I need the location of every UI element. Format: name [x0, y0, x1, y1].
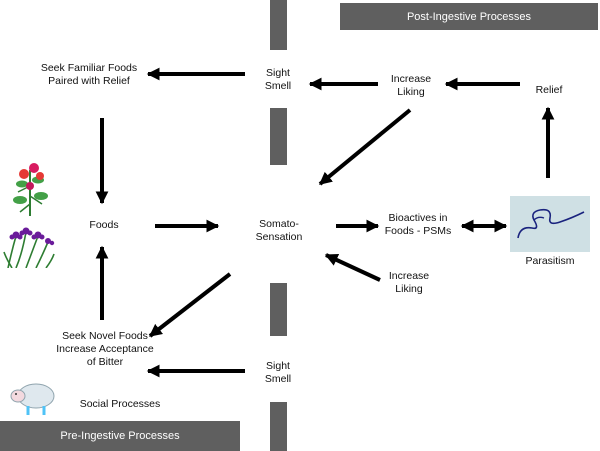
- increase-liking-mid-label: Increase Liking: [388, 270, 430, 295]
- divider-bar-1: [270, 0, 287, 50]
- flowering-plant-icon: [13, 163, 48, 216]
- social-processes-label: Social Processes: [79, 398, 161, 410]
- divider-bar-3: [270, 283, 287, 336]
- pre-ingestive-banner: Pre-Ingestive Processes: [0, 421, 240, 451]
- arrow-liking-to-somato: [318, 108, 412, 186]
- arrow-liking-mid-to-somato: [324, 253, 381, 282]
- parasite-worm-icon: [510, 196, 590, 252]
- purple-flowers-icon: [3, 227, 55, 268]
- sight-smell-top-label: Sight Smell: [264, 67, 292, 92]
- foods-label: Foods: [89, 219, 119, 231]
- sheep-icon: [10, 383, 55, 415]
- post-ingestive-label: Post-Ingestive Processes: [406, 10, 532, 23]
- arrow-somato-to-seek-novel: [148, 272, 232, 338]
- somato-sensation-label: Somato- Sensation: [255, 218, 303, 243]
- post-ingestive-banner: Post-Ingestive Processes: [340, 3, 598, 30]
- divider-bar-2: [270, 108, 287, 165]
- seek-familiar-label: Seek Familiar Foods Paired with Relief: [40, 62, 138, 87]
- pre-ingestive-label: Pre-Ingestive Processes: [60, 430, 180, 442]
- parasitism-label: Parasitism: [525, 255, 575, 267]
- seek-novel-label: Seek Novel Foods Increase Acceptance of …: [56, 330, 154, 368]
- increase-liking-top-label: Increase Liking: [390, 73, 432, 98]
- bioactives-label: Bioactives in Foods - PSMs: [384, 212, 452, 237]
- sight-smell-bottom-label: Sight Smell: [264, 360, 292, 385]
- divider-bar-4: [270, 402, 287, 451]
- relief-label: Relief: [535, 84, 563, 96]
